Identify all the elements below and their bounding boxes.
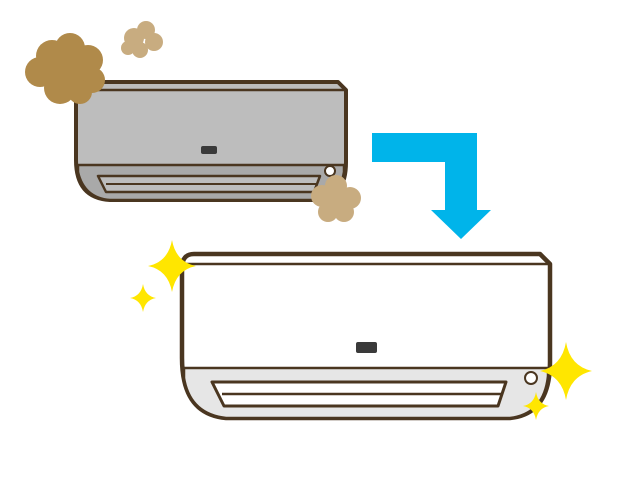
dust-cloud-icon [311, 175, 361, 222]
clean-ac-sensor [524, 371, 538, 385]
dust-cloud-icon [121, 21, 163, 58]
sparkle-icon [148, 240, 196, 292]
dirty-air-conditioner [74, 80, 348, 202]
sparkle-icon [130, 284, 156, 312]
dirty-ac-sensor [324, 165, 336, 177]
sparkle-icon [523, 392, 549, 420]
dust-cloud-icon [25, 33, 105, 104]
clean-air-conditioner [179, 251, 553, 421]
clean-ac-indicator [356, 342, 377, 353]
dirty-ac-indicator [201, 146, 217, 154]
sparkle-icon [540, 342, 592, 400]
arrow-down-icon [372, 133, 491, 239]
